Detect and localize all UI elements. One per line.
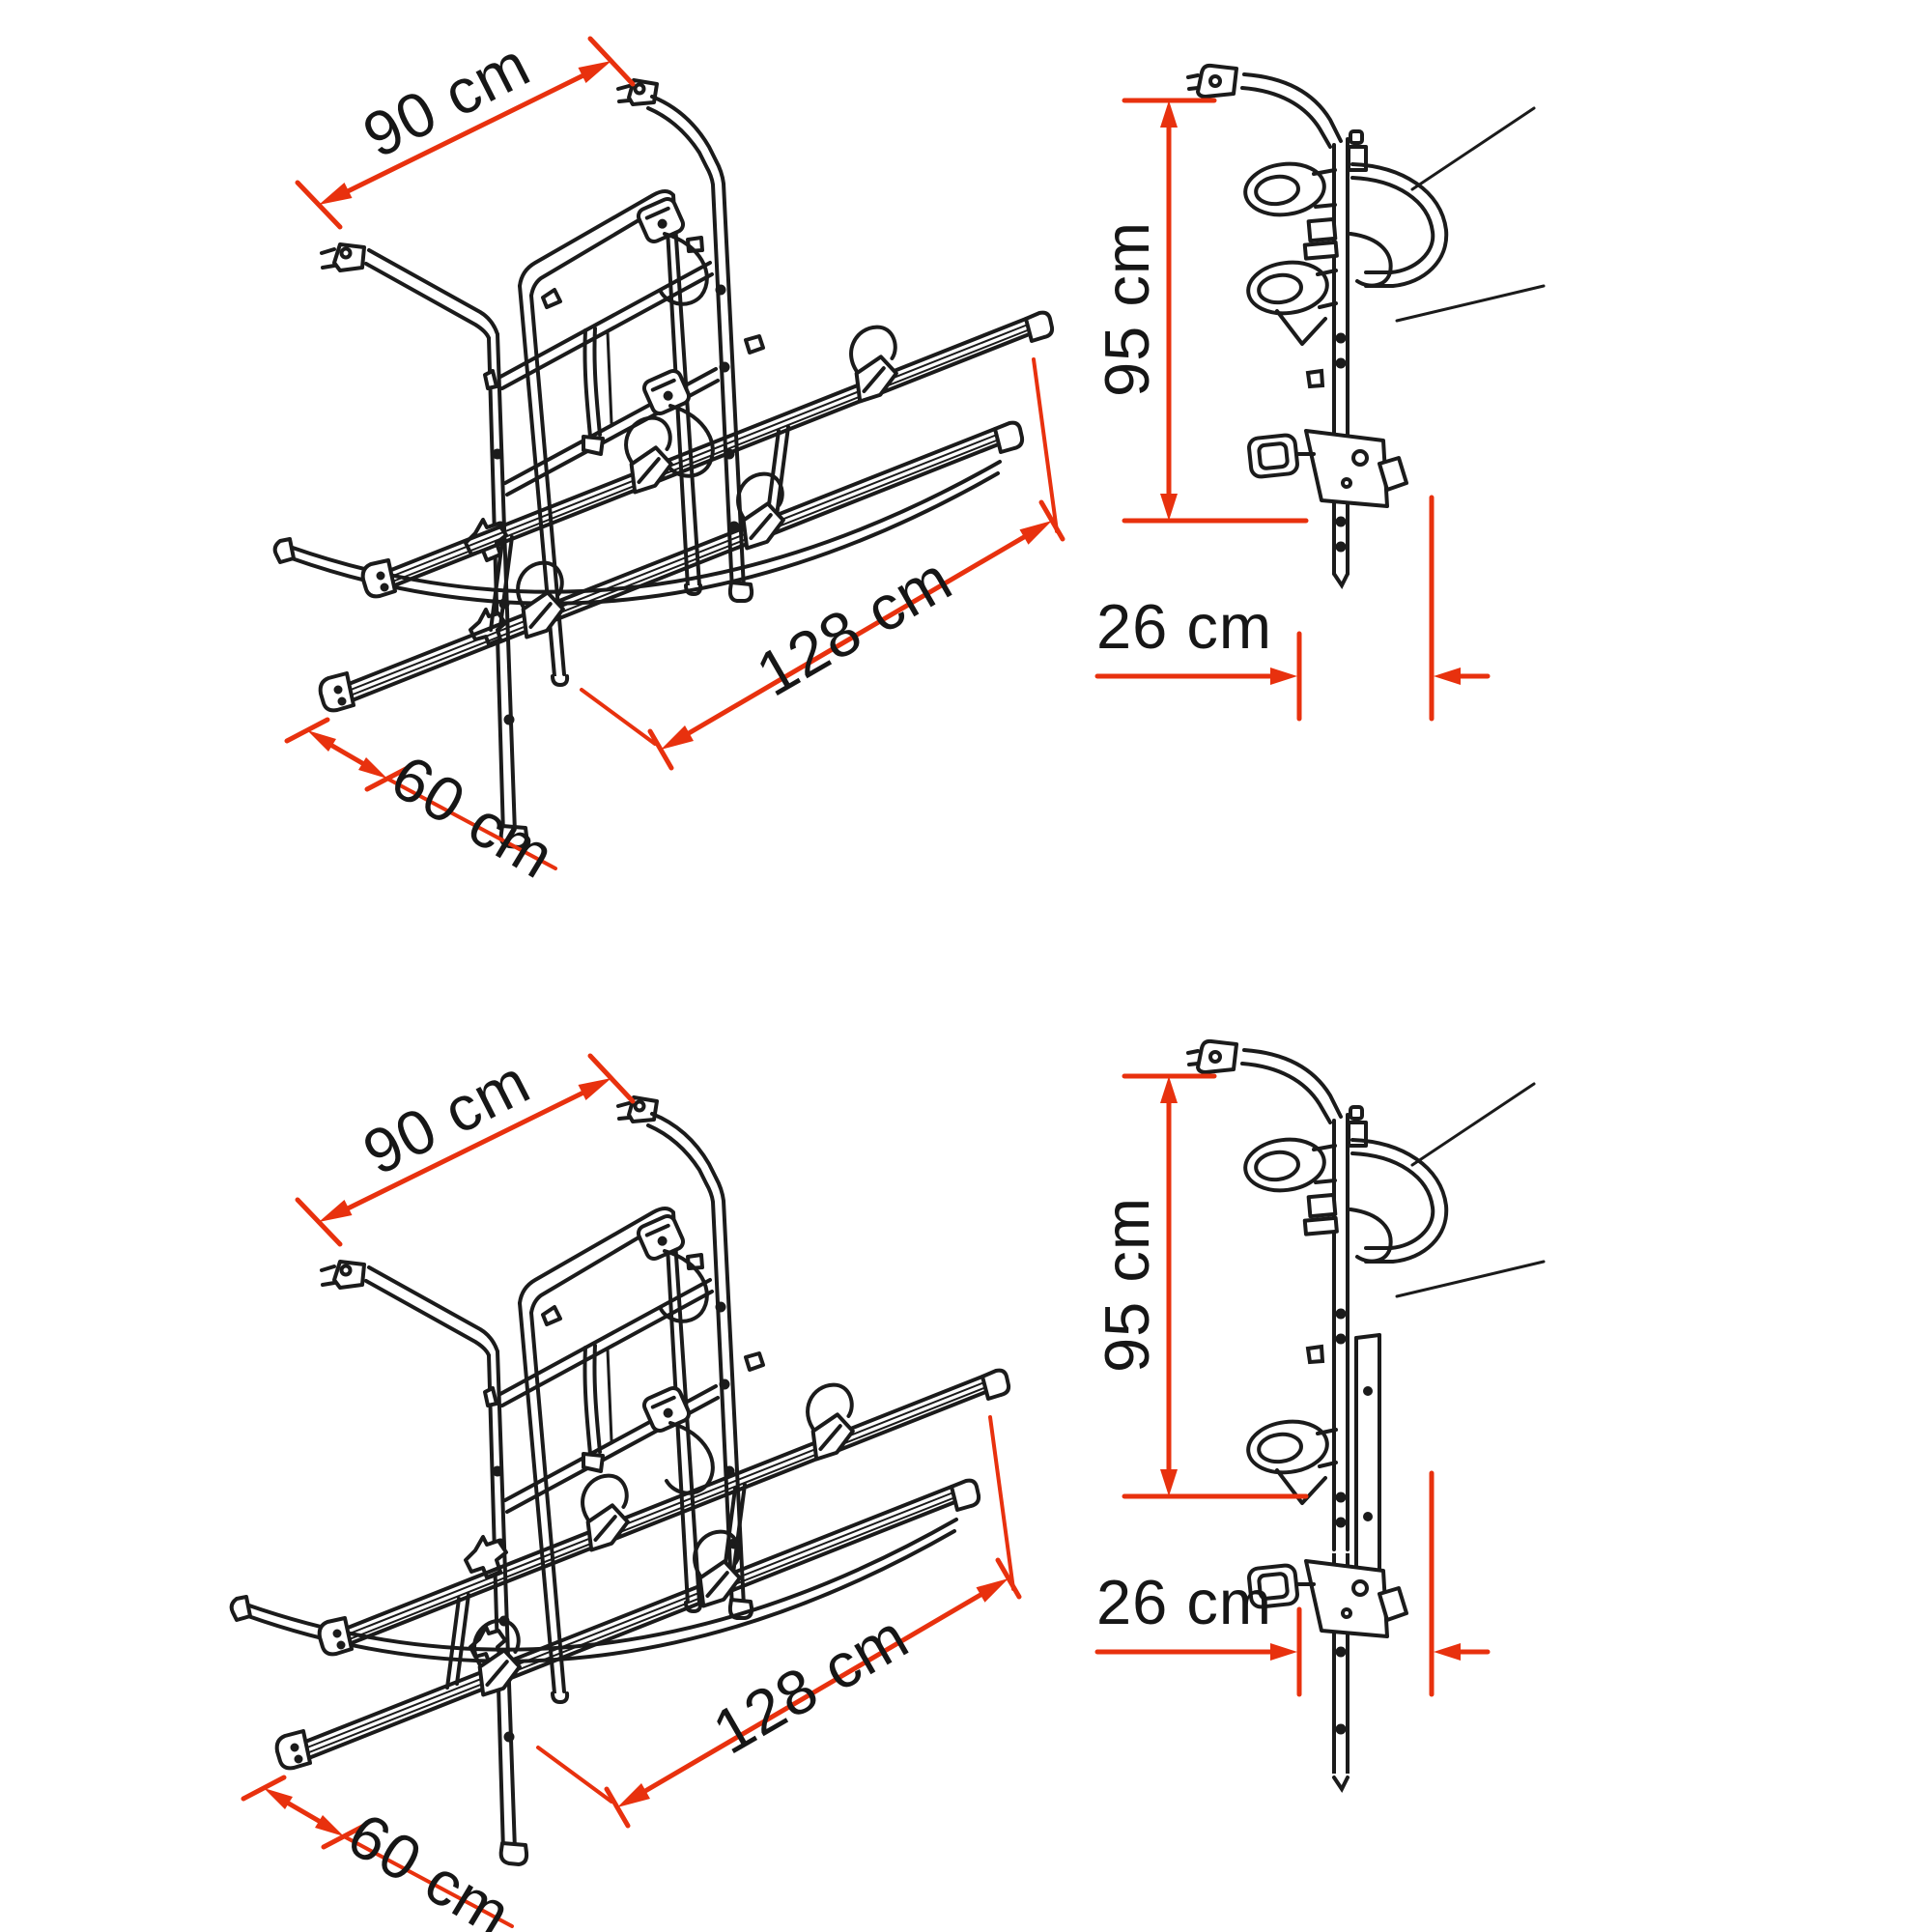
dimension-label-width-bottom: 90 cm xyxy=(352,1045,540,1188)
dimension-label-depth-bottom: 60 cm xyxy=(336,1799,524,1932)
dimension-label-offset-bottom: 26 cm xyxy=(1096,1567,1272,1637)
bike-carrier-perspective-bottom: 90 cm 128 cm 60 cm xyxy=(232,1045,1019,1932)
dimension-label-height-top: 95 cm xyxy=(1092,221,1162,397)
dimension-label-offset-top: 26 cm xyxy=(1096,591,1272,662)
dimension-label-width-top: 90 cm xyxy=(352,28,540,171)
bike-carrier-side-top: 95 cm 26 cm xyxy=(1092,63,1546,719)
dimension-label-height-bottom: 95 cm xyxy=(1092,1197,1162,1373)
dimension-label-depth-top: 60 cm xyxy=(380,741,567,892)
bike-carrier-side-bottom xyxy=(1097,1038,1546,1791)
bike-carrier-perspective-top: 90 cm 128 cm 60 cm xyxy=(275,28,1063,892)
